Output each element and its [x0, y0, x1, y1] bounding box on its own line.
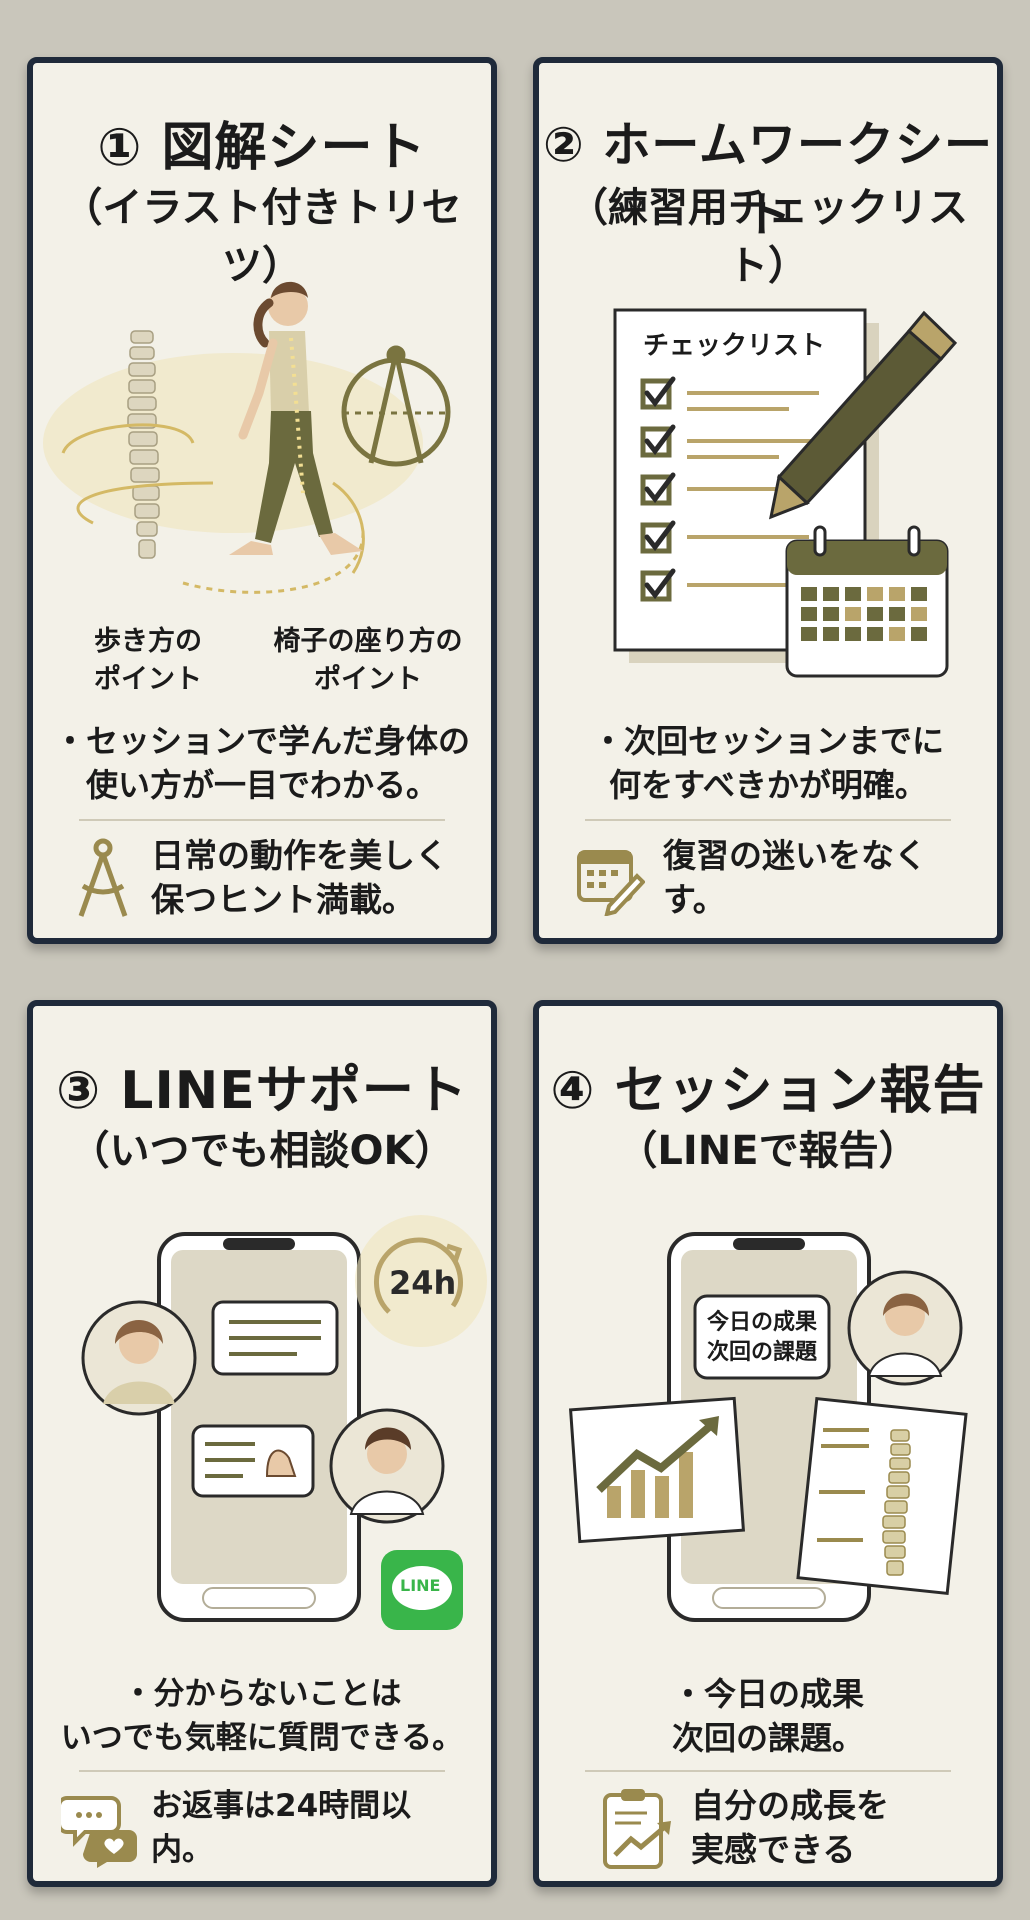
report-illustration [568, 1232, 968, 1622]
card-line-support: ③ LINEサポート （いつでも相談OK） [27, 1000, 497, 1887]
card-illustrated-sheet: ① 図解シート （イラスト付きトリセツ） [27, 57, 497, 944]
chat-heart-icon [61, 1796, 137, 1868]
clock-24h-icon [355, 1215, 487, 1347]
card-homework-sheet: ② ホームワークシート （練習用チェックリスト） [533, 57, 1003, 944]
calendar-pen-icon [577, 850, 645, 916]
walking-illustration [43, 281, 451, 594]
card-session-report: ④ セッション報告 （LINEで報告） [533, 1000, 1003, 1887]
clock-24h-label: 24h [389, 1264, 457, 1302]
card-bullet: ・今日の成果 次回の課題。 [671, 1675, 864, 1757]
divider [585, 819, 951, 821]
checklist-title: チェックリスト [643, 331, 826, 361]
card-footer: 自分の成長を 実感できる [601, 1778, 967, 1878]
avatar-right [329, 1408, 445, 1524]
divider [79, 1770, 445, 1772]
card-title: ① 図解シート [97, 118, 427, 178]
chat-bubble-icon [191, 1300, 339, 1498]
card-bullet: ・分からないことは いつでも気軽に質問できる。 [60, 1676, 464, 1756]
card-title: ④ セッション報告 [550, 1061, 986, 1121]
compass-icon [78, 838, 128, 917]
spine-report-icon [796, 1397, 968, 1595]
spine-icon [127, 330, 160, 559]
compass-icon [341, 345, 451, 467]
clipboard-growth-icon [603, 1789, 671, 1869]
fountain-pen-icon [768, 310, 958, 520]
growth-chart-icon [568, 1396, 746, 1544]
card-title: ② ホームワークシート [543, 117, 993, 243]
card-bullet: ・次回セッションまでに 何をすべきかが明確。 [591, 722, 944, 804]
footer-text: 日常の動作を美しく 保つヒント満載。 [151, 836, 448, 919]
walking-woman-icon [229, 281, 363, 555]
avatar-right [847, 1270, 963, 1386]
checklist-illustration [613, 308, 958, 678]
card-subtitle: （イラスト付きトリセツ） [62, 185, 462, 289]
line-support-illustration [81, 1215, 487, 1630]
divider [79, 819, 445, 821]
avatar-left [81, 1300, 197, 1416]
divider [585, 1770, 951, 1772]
line-logo-label: LINE [400, 1576, 441, 1595]
card-title: ③ LINEサポート [56, 1061, 468, 1121]
card-subtitle: （練習用チェックリスト） [568, 185, 968, 289]
card-footer: 復習の迷いをなくす。 [575, 828, 967, 928]
card-subtitle: （LINEで報告） [617, 1128, 919, 1174]
calendar-icon [785, 525, 949, 678]
card-subtitle: （いつでも相談OK） [69, 1128, 455, 1174]
report-bubble-text: 今日の成果 次回の課題 [706, 1310, 817, 1365]
footer-text: お返事は24時間以内。 [151, 1788, 412, 1868]
footer-text: 復習の迷いをなくす。 [663, 836, 927, 919]
label-sitting-points: 椅子の座り方の ポイント [273, 626, 463, 695]
card-bullet: ・セッションで学んだ身体の 使い方が一目でわかる。 [53, 722, 470, 804]
card-footer: お返事は24時間以内。 [61, 1778, 461, 1878]
footer-text: 自分の成長を 実感できる [691, 1786, 889, 1869]
label-walking-points: 歩き方の ポイント [94, 626, 202, 695]
card-footer: 日常の動作を美しく 保つヒント満載。 [73, 828, 461, 928]
line-logo-icon [381, 1550, 463, 1630]
